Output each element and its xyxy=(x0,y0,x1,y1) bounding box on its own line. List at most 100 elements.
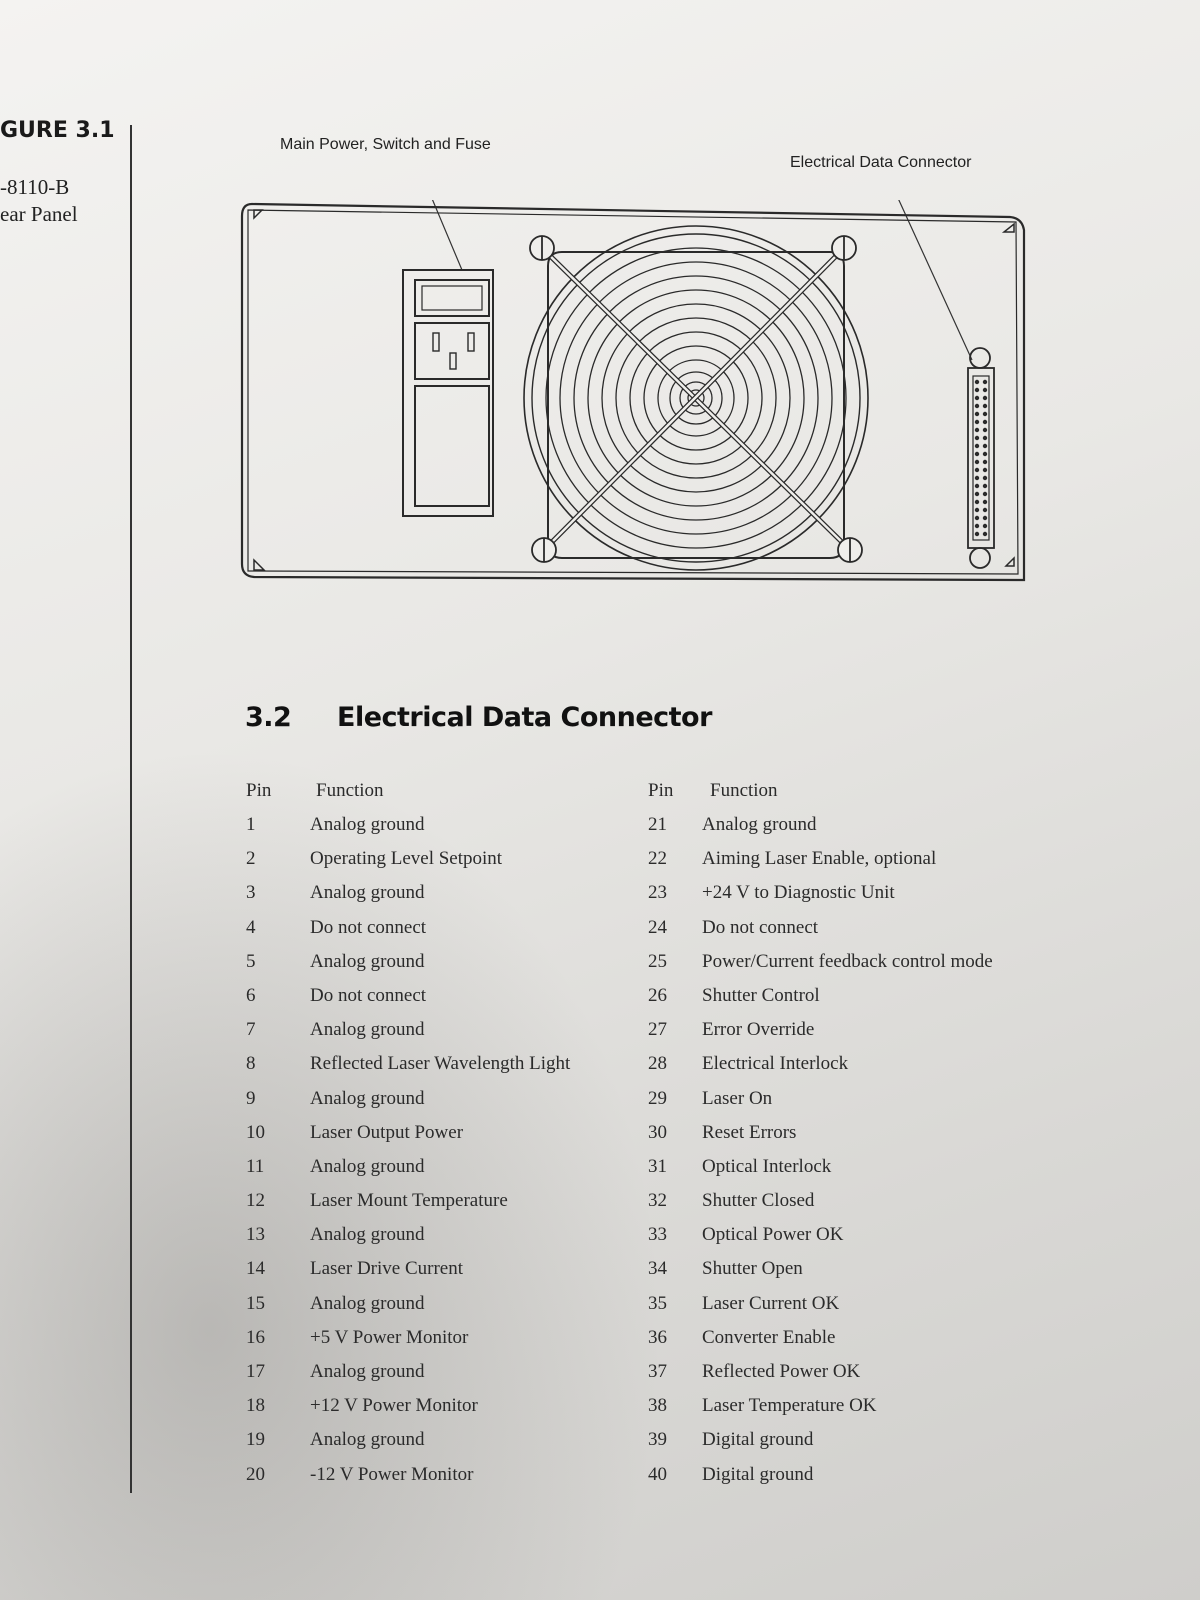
table-row: 29 Laser On xyxy=(648,1088,1078,1122)
pin-number: 28 xyxy=(648,1053,667,1075)
pin-number: 30 xyxy=(648,1121,667,1143)
pin-number: 17 xyxy=(246,1361,265,1382)
pin-number: 39 xyxy=(648,1429,667,1451)
table-row: 11 Analog ground xyxy=(246,1156,636,1190)
connector-pin-dot xyxy=(974,531,980,537)
connector-pin-dot xyxy=(982,451,988,457)
pin-function: Analog ground xyxy=(310,950,425,972)
leader-line-data-connector xyxy=(898,200,973,361)
figure-label: GURE 3.1 xyxy=(0,118,115,143)
connector-pin-dot xyxy=(982,531,988,537)
pin-function: Do not connect xyxy=(702,916,819,938)
pin-number: 16 xyxy=(246,1326,265,1348)
pin-number: 11 xyxy=(246,1155,265,1177)
pin-number: 7 xyxy=(246,1019,256,1041)
header-pin: Pin xyxy=(246,780,272,801)
section-number: 3.2 xyxy=(245,702,292,733)
connector-pin-dot xyxy=(974,379,980,385)
pin-function: Converter Enable xyxy=(702,1326,836,1348)
section-title: Electrical Data Connector xyxy=(337,702,712,733)
pin-function: -12 V Power Monitor xyxy=(310,1463,474,1485)
callout-data-connector: Electrical Data Connector xyxy=(790,154,972,171)
connector-pin-dot xyxy=(974,395,980,401)
pin-function: Laser Output Power xyxy=(310,1121,464,1143)
pin-function: Analog ground xyxy=(310,814,425,835)
connector-pin-dot xyxy=(982,403,988,409)
pin-function: Reflected Laser Wavelength Light xyxy=(310,1053,571,1075)
rear-panel-diagram xyxy=(240,200,1026,582)
pin-number: 37 xyxy=(648,1361,667,1382)
pin-number: 5 xyxy=(246,950,256,972)
connector-pin-dot xyxy=(982,459,988,465)
pin-function: Analog ground xyxy=(310,1087,425,1109)
table-row: 23+24 V to Diagnostic Unit xyxy=(648,882,1078,916)
connector-pin-dot xyxy=(982,443,988,449)
connector-pin-dot xyxy=(974,387,980,393)
section-heading: 3.2 Electrical Data Connector xyxy=(245,702,712,733)
pin-number: 3 xyxy=(246,882,256,904)
callout-main-power: Main Power, Switch and Fuse xyxy=(280,136,491,153)
pin-function: Optical Power OK xyxy=(702,1224,844,1246)
pin-function: Shutter Closed xyxy=(702,1190,815,1212)
pin-function: Analog ground xyxy=(310,1361,425,1382)
pin-function: Analog ground xyxy=(310,1429,425,1451)
pin-number: 19 xyxy=(246,1429,265,1451)
pin-number: 12 xyxy=(246,1190,265,1212)
table-row: 28 Electrical Interlock xyxy=(648,1053,1078,1087)
pin-number: 2 xyxy=(246,848,256,870)
connector-pin-dot xyxy=(974,411,980,417)
table-header: Pin Function xyxy=(246,780,636,814)
pin-number: 29 xyxy=(648,1087,667,1109)
pin-function: Operating Level Setpoint xyxy=(310,848,503,870)
pin-function: Laser On xyxy=(702,1087,773,1109)
connector-pin-dot xyxy=(974,515,980,521)
pin-number: 14 xyxy=(246,1258,265,1280)
pin-function: Analog ground xyxy=(310,1155,425,1177)
connector-pin-dot xyxy=(974,499,980,505)
pin-number: 38 xyxy=(648,1395,667,1417)
connector-pin-dot xyxy=(974,483,980,489)
connector-pin-dot xyxy=(982,507,988,513)
connector-pin-dot xyxy=(982,483,988,489)
header-function: Function xyxy=(710,780,778,801)
margin-rule xyxy=(130,125,132,1493)
pin-number: 18 xyxy=(246,1395,265,1417)
connector-pin-dot xyxy=(974,443,980,449)
leader-line-main-power xyxy=(431,200,463,271)
pin-function: Digital ground xyxy=(702,1463,814,1485)
connector-pin-dot xyxy=(974,459,980,465)
pin-function: Analog ground xyxy=(310,1292,425,1314)
table-row: 18+12 V Power Monitor xyxy=(246,1395,636,1429)
pin-function: Aiming Laser Enable, optional xyxy=(702,848,937,870)
connector-pin-dot xyxy=(974,403,980,409)
pin-function: Laser Drive Current xyxy=(310,1258,463,1280)
pin-function: Analog ground xyxy=(310,1224,425,1246)
pin-function: Electrical Interlock xyxy=(702,1053,849,1075)
connector-pin-dot xyxy=(974,451,980,457)
pin-number: 33 xyxy=(648,1224,667,1246)
header-pin: Pin xyxy=(648,780,674,801)
pin-function: Power/Current feedback control mode xyxy=(702,950,993,972)
power-module xyxy=(402,269,494,517)
connector-pin-dot xyxy=(982,491,988,497)
pin-function: Shutter Open xyxy=(702,1258,803,1280)
pin-number: 40 xyxy=(648,1463,667,1485)
